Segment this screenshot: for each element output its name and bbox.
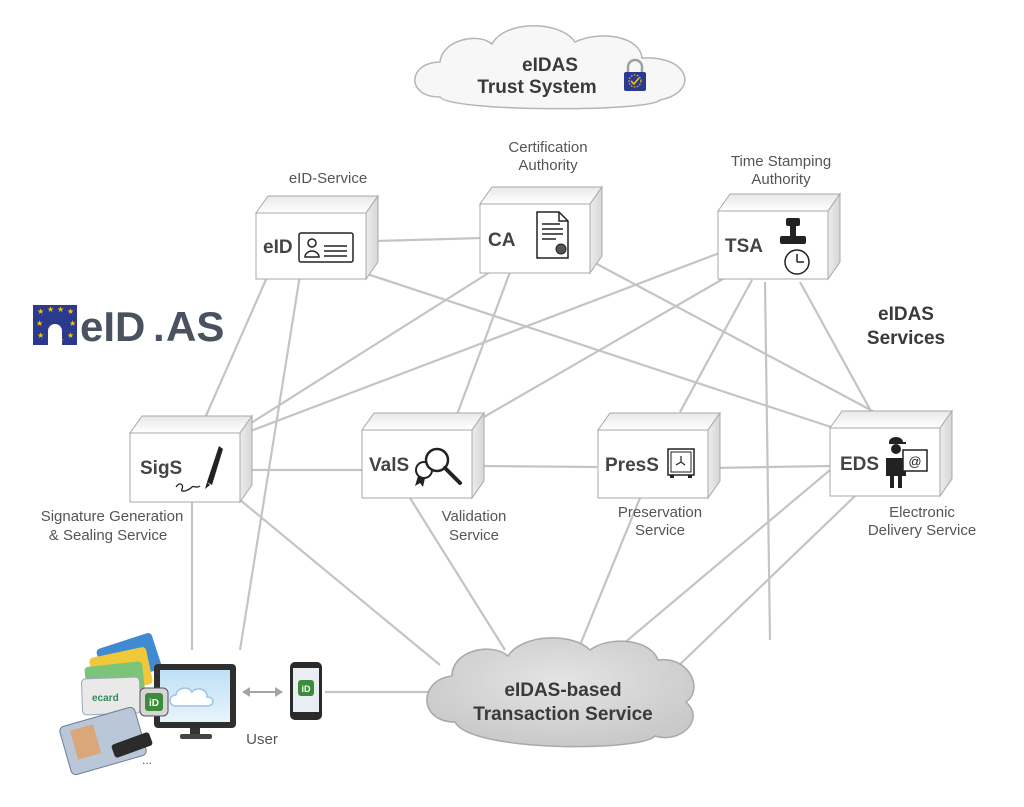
link-eds-transaction [671,495,856,673]
pen-signature-icon [175,446,223,492]
link-tsa-sigs [247,250,723,434]
node-press-code: PresS [605,455,659,476]
id-card-icon [298,232,354,263]
lock-icon [624,58,646,91]
link-tsa-vals [469,271,736,426]
link-sigs-transaction [227,489,441,666]
logo-text-2: AS [166,303,224,350]
transaction-line2: Transaction Service [473,704,653,725]
node-ca-label1: Certification [508,139,587,156]
node-sigs-label1: Signature Generation [41,508,184,525]
logo-dot: . [153,303,165,350]
svg-text:★: ★ [57,305,64,314]
svg-text:★: ★ [67,307,74,316]
logo-text: eID [80,303,145,350]
node-ca-code: CA [488,230,516,251]
node-eds-code: EDS [840,454,879,475]
link-tsa-eds [799,281,873,414]
link-press-transaction [576,497,642,651]
certificate-icon [536,211,569,259]
node-sigs-label2: & Sealing Service [49,527,167,544]
node-press[interactable]: PresS [597,411,721,500]
node-eid-label: eID-Service [289,170,367,187]
node-tsa-code: TSA [725,236,763,257]
link-vals-transaction [409,497,506,651]
user-label: User [246,731,278,748]
trust-system-cloud: eIDAS Trust System [414,25,686,110]
node-eid-code: eID [263,237,293,258]
link-ca-eds [579,254,881,416]
node-press-label2: Service [635,522,685,539]
smartphone[interactable]: iD [290,662,322,720]
link-eid-user [238,274,302,651]
svg-text:★: ★ [69,319,76,328]
transaction-service-cloud[interactable]: eIDAS-based Transaction Service [426,637,695,748]
user-cards-stack: ecard ... [59,633,162,776]
node-ca[interactable]: CA [479,185,603,275]
transaction-line1: eIDAS-based [504,680,621,701]
link-ca-sigs [239,271,491,431]
node-tsa-label2: Authority [751,171,811,188]
node-sigs[interactable]: SigS [129,414,253,504]
node-eds-label2: Delivery Service [868,522,976,539]
svg-text:★: ★ [36,319,43,328]
trust-system-line1: eIDAS [522,55,578,76]
node-tsa-label1: Time Stamping [731,153,831,170]
node-tsa[interactable]: TSA [717,192,841,281]
magnifier-seal-icon [415,447,462,487]
link-eid-eds [354,268,841,432]
node-eds[interactable]: EDS @ [829,409,953,498]
svg-text:iD: iD [302,684,312,694]
svg-text:★: ★ [37,307,44,316]
node-eid[interactable]: eID [255,194,379,281]
svg-text:★: ★ [37,331,44,340]
node-sigs-code: SigS [140,458,182,479]
cards-ellipsis: ... [142,753,152,767]
delivery-person-icon: @ [886,437,928,488]
node-press-label1: Preservation [618,504,702,521]
safe-icon [667,448,695,478]
link-vals-press [479,464,598,469]
node-eds-label1: Electronic [889,504,955,521]
link-tsa-transaction [763,281,772,641]
link-press-eds [711,464,831,470]
svg-text:@: @ [908,454,921,469]
user-computer[interactable]: iD [139,664,236,739]
node-vals-code: ValS [369,455,409,476]
services-title-line1: eIDAS [878,304,934,325]
stamp-clock-icon [780,218,810,275]
link-eid-sigs [203,274,270,419]
link-ca-vals [453,271,512,421]
link-eds-transaction-2 [609,469,831,656]
eidas-logo: ★★★★ ★★ ★★ ★★ eID . AS [33,303,224,350]
node-vals-label2: Service [449,527,499,544]
svg-text:★: ★ [67,331,74,340]
node-vals-label1: Validation [442,508,507,525]
double-arrow-icon [242,687,283,697]
svg-text:★: ★ [47,305,54,314]
connection-lines [190,236,881,694]
card-reader-icon: iD [139,687,169,717]
node-vals[interactable]: ValS [361,411,485,500]
services-title-line2: Services [867,328,945,349]
link-tsa-press [679,279,753,413]
svg-text:iD: iD [149,698,159,709]
node-ca-label2: Authority [518,157,578,174]
trust-system-line2: Trust System [477,77,596,98]
card-text: ecard [92,693,119,704]
